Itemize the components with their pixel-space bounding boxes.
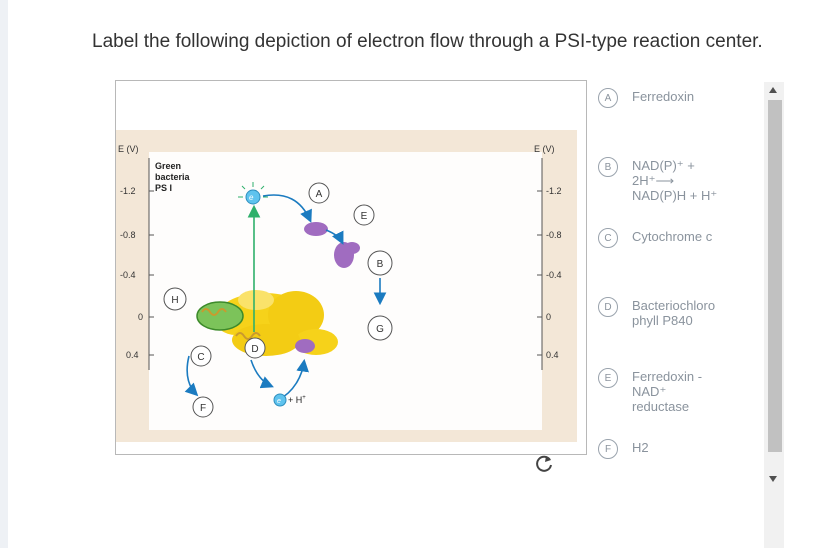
tick-right: 0 [546,312,551,322]
group-title-line: PS I [155,183,172,193]
svg-text:H: H [171,295,178,306]
axis-label-right: E (V) [534,144,555,154]
scroll-down-icon[interactable] [769,476,777,482]
tick-left: -0.4 [120,270,136,280]
left-edge-strip [0,0,8,548]
option-c-text: Cytochrome c [632,229,713,244]
svg-text:C: C [197,352,204,363]
flow-arrow [184,355,199,397]
electron-flow-diagram: E (V) -1.2 -0.8 -0.4 0 0.4 E (V) -1.2 -0… [116,130,577,442]
blank-label-d: D [244,337,266,359]
right-ticks: -1.2 -0.8 -0.4 0 0.4 [537,186,562,360]
group-title: Green bacteria PS I [155,161,191,193]
squiggle-line [235,332,261,340]
electron-symbol: e [249,193,254,202]
tick-left: -1.2 [120,186,136,196]
scroll-thumb[interactable] [768,100,782,452]
flow-arrow [325,229,344,245]
reaction-center-protein [214,290,338,356]
tick-left: 0 [138,312,143,322]
svg-text:F: F [200,403,206,414]
blank-label-a: A [308,182,330,204]
plot-area [149,152,542,430]
svg-text:G: G [376,324,384,335]
blank-label-f: F [192,396,214,418]
svg-text:E: E [361,211,368,222]
options-scrollbar[interactable] [764,82,784,548]
tick-left: 0.4 [126,350,139,360]
proton-electron-pair: e + H+ [273,393,306,407]
option-c-letter: C [598,228,618,248]
excited-electron: e [238,182,268,205]
tick-right: 0.4 [546,350,559,360]
blank-label-e: E [353,204,375,226]
tick-left: -0.8 [120,230,136,240]
electron-symbol: e [277,398,281,405]
tick-right: -1.2 [546,186,562,196]
option-d-letter: D [598,297,618,317]
option-f-letter: F [598,439,618,459]
svg-text:D: D [251,344,258,355]
blank-labels: A E B G H C D F [163,182,393,418]
blank-label-g: G [367,315,393,341]
tick-right: -0.4 [546,270,562,280]
purple-carriers [295,222,360,353]
option-e-text: Ferredoxin - NAD⁺ reductase [632,369,703,414]
option-a-letter: A [598,88,618,108]
blank-label-h: H [163,287,187,311]
option-a-text: Ferredoxin [632,89,695,104]
axis-label-left: E (V) [118,144,139,154]
blank-label-c: C [190,345,212,367]
question-text: Label the following depiction of electro… [92,31,763,52]
reset-icon[interactable] [533,452,555,474]
flow-arrow [250,359,274,389]
option-f-text: H2 [632,440,649,455]
option-d-text: Bacteriochloro phyll P840 [632,298,716,328]
blank-label-b: B [367,250,393,276]
option-b-letter: B [598,157,618,177]
proton-text: + H+ [288,395,306,405]
option-b-text: NAD(P)⁺ + 2H⁺⟶ NAD(P)H + H⁺ [632,158,718,203]
flow-arrow [262,194,312,223]
option-e-letter: E [598,368,618,388]
squiggle-line [201,308,227,316]
antenna-chlorosome [196,301,244,331]
group-title-line: bacteria [155,172,191,182]
svg-text:B: B [377,259,384,270]
left-ticks: -1.2 -0.8 -0.4 0 0.4 [120,186,154,360]
tick-right: -0.8 [546,230,562,240]
group-title-line: Green [155,161,181,171]
scroll-up-icon[interactable] [769,87,777,93]
svg-text:A: A [316,189,323,200]
